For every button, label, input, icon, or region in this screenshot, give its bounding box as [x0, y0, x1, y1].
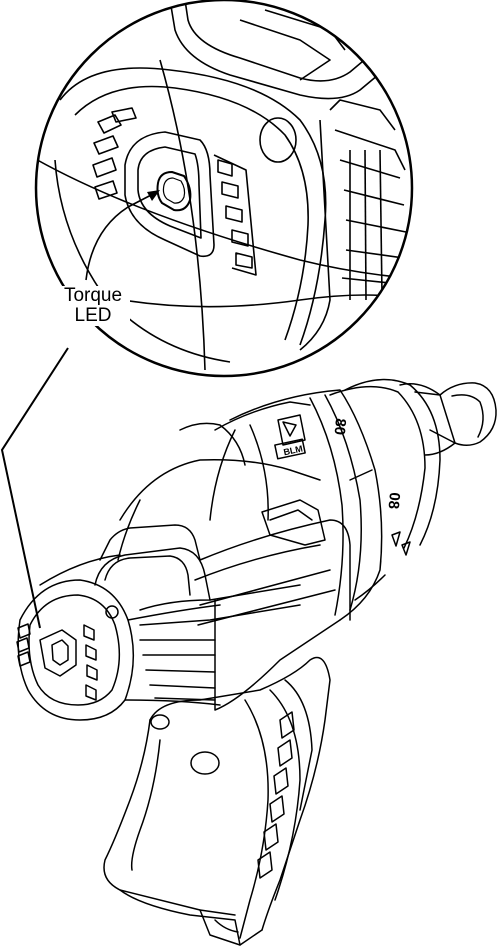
detail-zoom-circle: [34, 0, 414, 378]
callout-leader-line: [0, 347, 69, 629]
speed-marking-2: 08: [385, 492, 403, 510]
torque-led-label-line1: Torque: [63, 285, 123, 306]
brand-badge: BLM: [283, 443, 304, 457]
speed-marking-1: 80: [331, 418, 349, 436]
torque-led-label-line2: LED: [74, 305, 112, 326]
impact-driver-illustration: [16, 378, 497, 946]
torque-led-label: Torque LED: [56, 286, 130, 326]
